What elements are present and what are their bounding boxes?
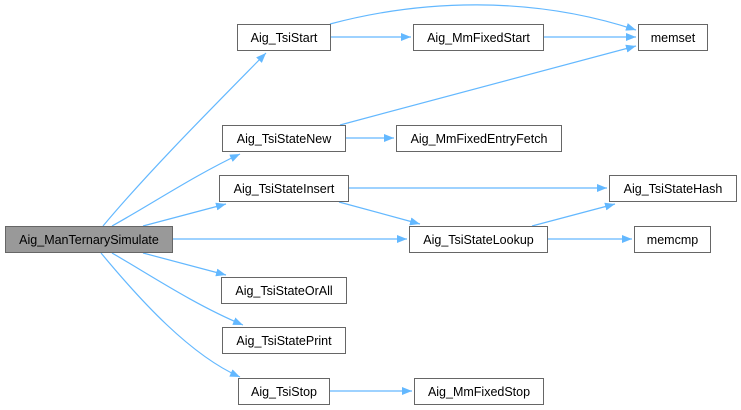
node-aig-tsistop[interactable]: Aig_TsiStop (238, 378, 330, 405)
node-aig-mmfixedstart[interactable]: Aig_MmFixedStart (413, 24, 544, 51)
edge-tsiStateLookup-to-tsiStateHash (531, 202, 616, 227)
edge-root-to-tsiStop (100, 252, 241, 378)
edge-root-to-tsiStatePrint (111, 252, 244, 326)
node-aig-tsistart[interactable]: Aig_TsiStart (237, 24, 331, 51)
node-aig-tsistatehash[interactable]: Aig_TsiStateHash (609, 175, 737, 202)
node-aig-tsistatelookup[interactable]: Aig_TsiStateLookup (409, 226, 548, 253)
node-aig-mmfixedentryfetch[interactable]: Aig_MmFixedEntryFetch (396, 125, 562, 152)
edge-root-to-tsiStateOrAll (142, 252, 227, 277)
edge-tsiStateInsert-to-tsiStateLookup (338, 201, 421, 226)
edge-tsiStateNew-to-memset (339, 44, 637, 126)
node-aig-tsistatenew[interactable]: Aig_TsiStateNew (222, 125, 346, 152)
node-aig-tsistateorall[interactable]: Aig_TsiStateOrAll (221, 277, 347, 304)
edge-root-to-tsiStateInsert (142, 202, 227, 227)
node-memcmp[interactable]: memcmp (634, 226, 711, 253)
node-aig-tsistateinsert[interactable]: Aig_TsiStateInsert (219, 175, 349, 202)
edge-tsiStart-to-memset (329, 4, 637, 31)
node-aig-manternarysimulate: Aig_ManTernarySimulate (5, 226, 173, 253)
node-aig-mmfixedstop[interactable]: Aig_MmFixedStop (414, 378, 544, 405)
edge-root-to-tsiStateNew (111, 153, 241, 227)
edge-root-to-tsiStart (102, 52, 267, 227)
node-memset[interactable]: memset (638, 24, 708, 51)
node-aig-tsistateprint[interactable]: Aig_TsiStatePrint (222, 327, 346, 354)
